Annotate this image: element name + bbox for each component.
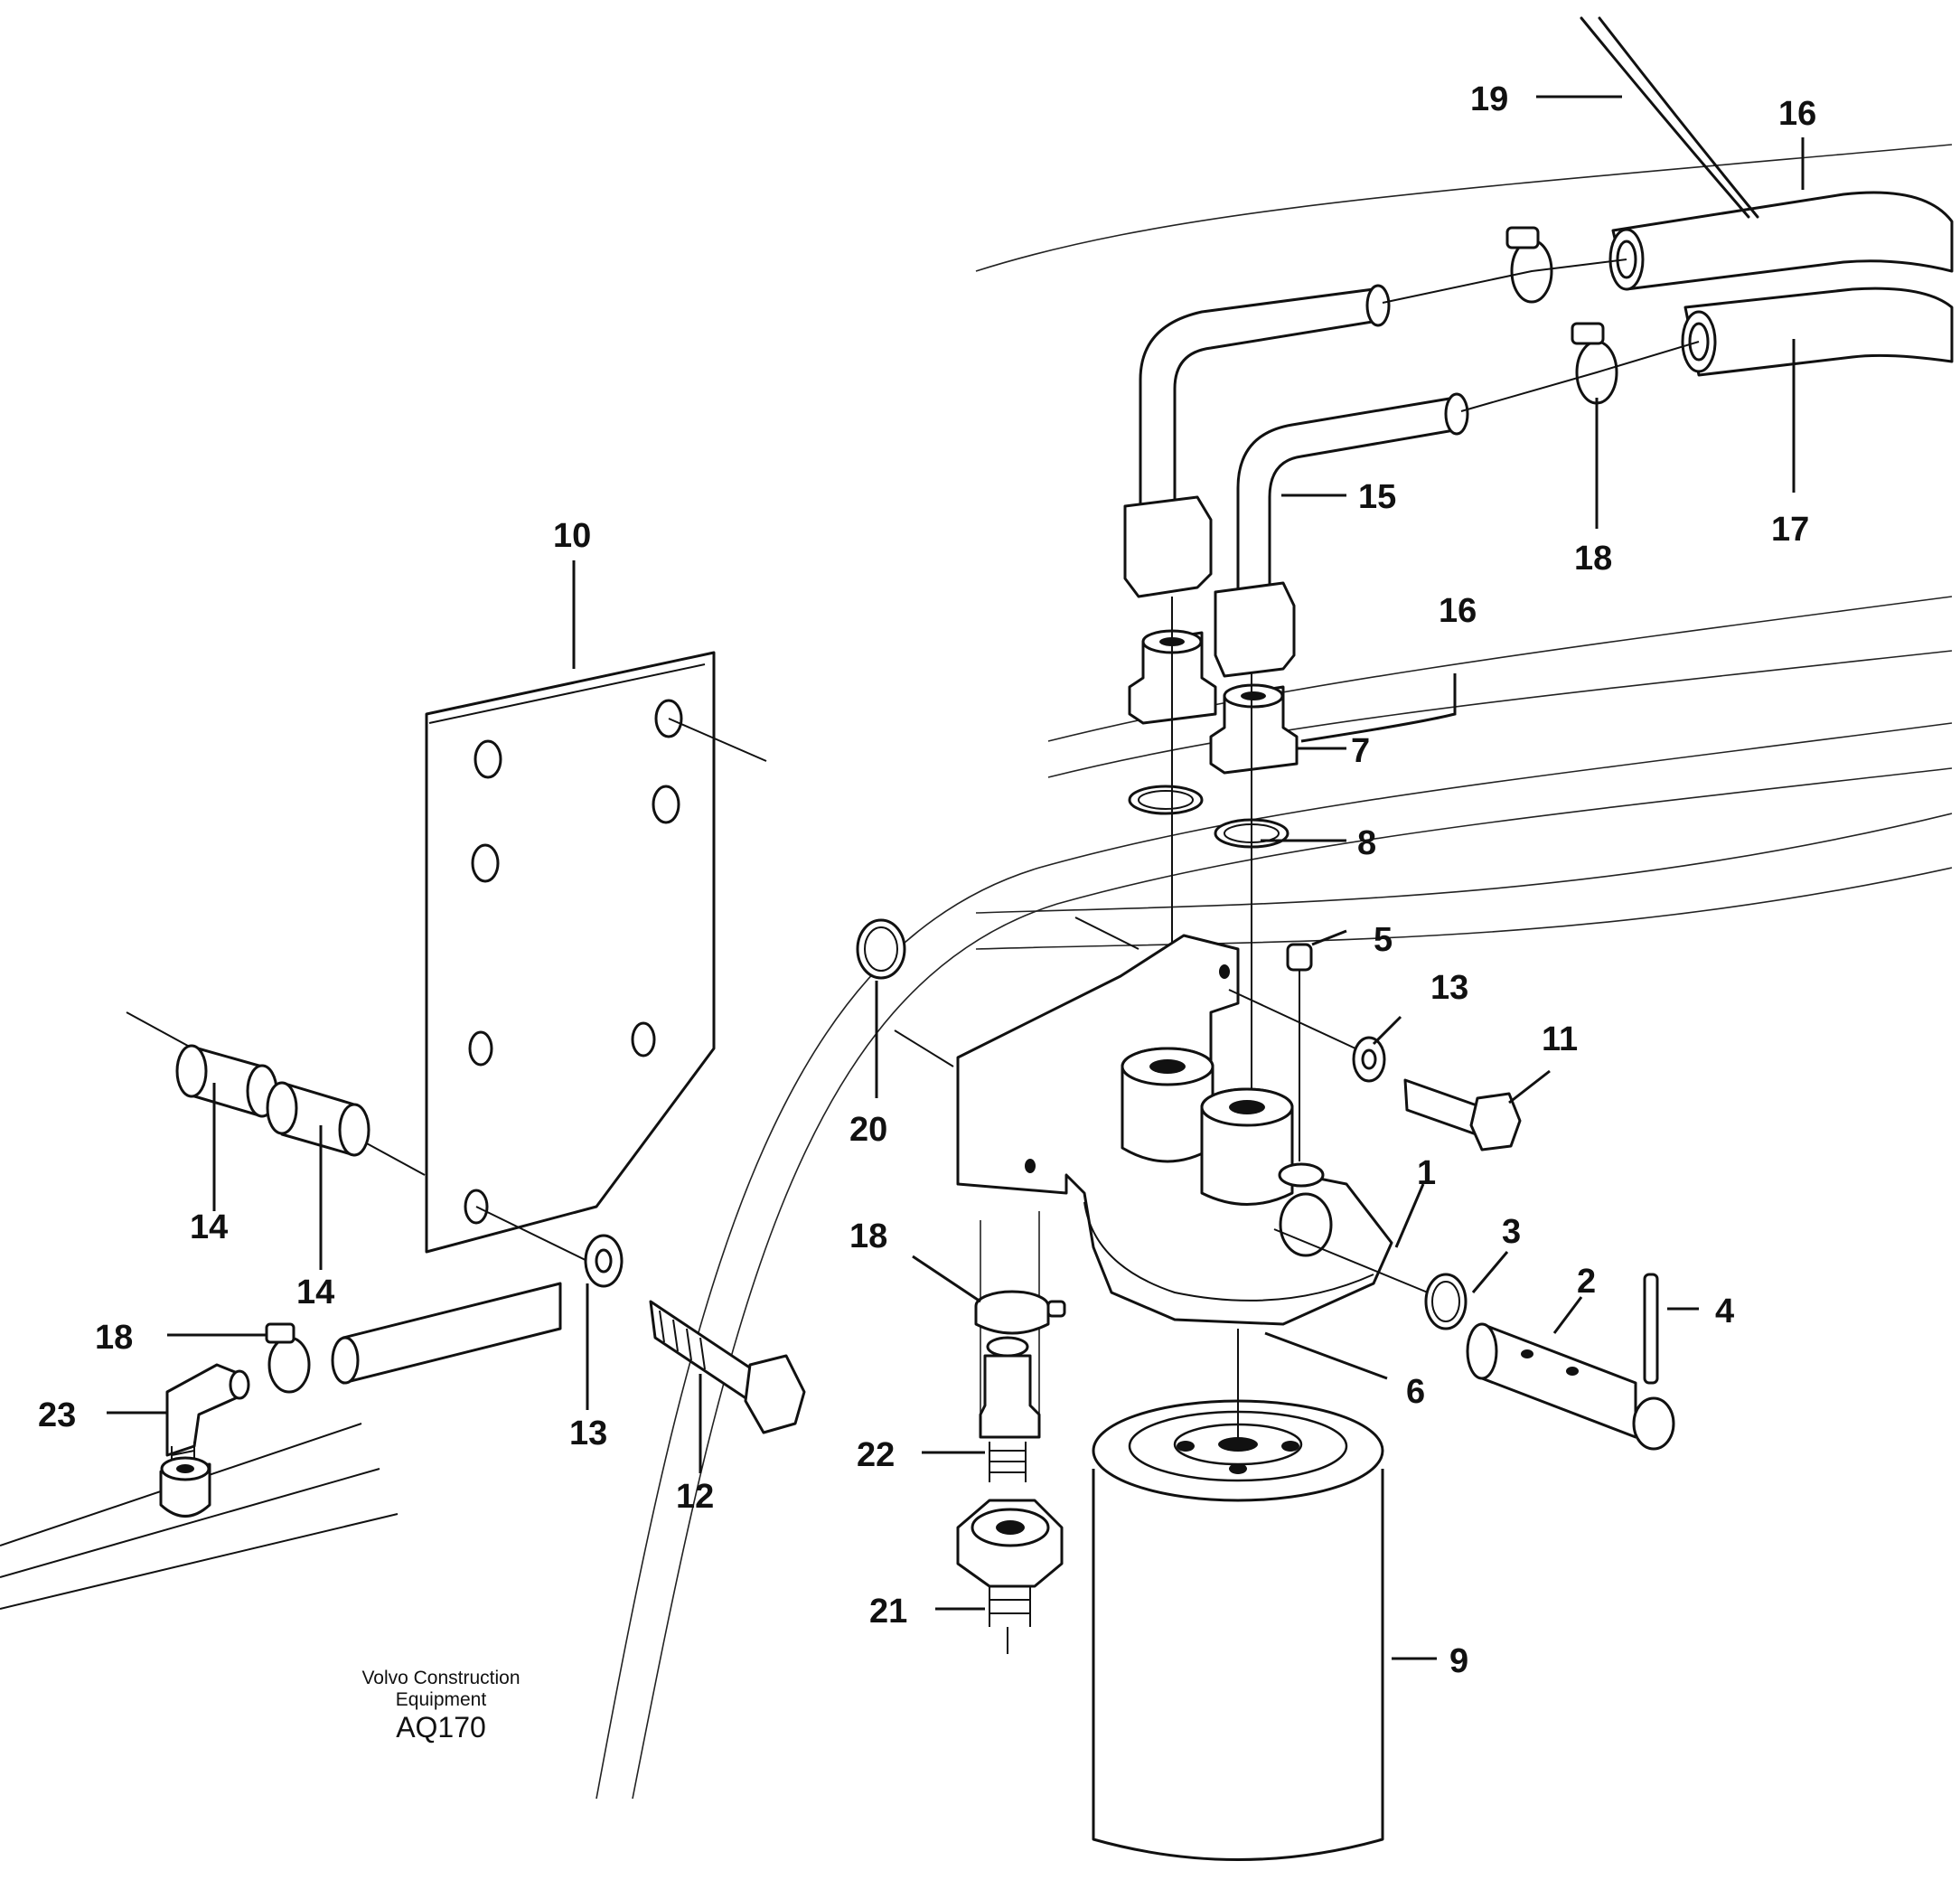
- credit-line-2: Equipment: [396, 1689, 487, 1710]
- callout-10: 10: [553, 517, 591, 555]
- bolt-and-washer-12-13: [584, 1234, 806, 1434]
- callout-16-top: 16: [1778, 95, 1816, 133]
- callout-20: 20: [849, 1111, 887, 1149]
- callout-19: 19: [1470, 80, 1508, 118]
- callout-5: 5: [1374, 921, 1393, 959]
- callout-22: 22: [857, 1436, 895, 1474]
- callout-15: 15: [1358, 478, 1396, 516]
- callout-1: 1: [1417, 1154, 1436, 1192]
- pin-assembly-2-3-4: [1273, 1228, 1675, 1451]
- callout-11: 11: [1542, 1020, 1578, 1058]
- callout-4: 4: [1715, 1292, 1734, 1330]
- callout-21: 21: [869, 1593, 907, 1631]
- callout-3: 3: [1502, 1213, 1521, 1251]
- callout-17: 17: [1771, 511, 1809, 549]
- filter-head: [894, 916, 1393, 1428]
- oil-filter-cartridge: [1092, 1329, 1384, 1861]
- callout-7: 7: [1351, 732, 1370, 770]
- callout-12: 12: [676, 1478, 714, 1516]
- publisher-credit: Volvo Construction Equipment AQ170: [361, 1668, 520, 1744]
- leader-lines: [107, 95, 1805, 1660]
- callout-18-top: 18: [1574, 540, 1612, 578]
- callout-16-mid: 16: [1439, 592, 1477, 630]
- left-hose-assembly: [159, 1282, 562, 1518]
- callout-13-right: 13: [1430, 969, 1468, 1007]
- upper-right-hoses: [1382, 16, 1954, 412]
- credit-line-1: Volvo Construction: [361, 1668, 520, 1688]
- drawing-code: AQ170: [396, 1711, 486, 1744]
- lower-left-pipe: [0, 1423, 399, 1610]
- callout-18-mid: 18: [849, 1217, 887, 1255]
- o-ring-20-inner: [864, 926, 898, 972]
- bolt-and-washer-11-13: [1228, 989, 1522, 1152]
- callout-9: 9: [1449, 1642, 1468, 1680]
- callout-13-left: 13: [569, 1415, 607, 1452]
- callout-23: 23: [38, 1396, 76, 1434]
- callout-2: 2: [1577, 1263, 1596, 1301]
- callout-14-right: 14: [296, 1274, 334, 1311]
- callout-18-left: 18: [95, 1319, 133, 1357]
- screw-5: [1286, 943, 1313, 1161]
- callout-labels: 1 2 3 4 5 6 7 8 9 10 11 12 13 13 14 14 1…: [38, 80, 1816, 1680]
- callout-14-left: 14: [190, 1208, 228, 1246]
- adapters-and-seals: [1128, 597, 1299, 1121]
- bent-pipes: [1123, 284, 1469, 678]
- drain-fittings: [956, 1290, 1066, 1654]
- bushings: [175, 1044, 370, 1157]
- mounting-plate: [126, 651, 767, 1266]
- callout-8: 8: [1357, 824, 1376, 862]
- callout-6: 6: [1406, 1373, 1425, 1411]
